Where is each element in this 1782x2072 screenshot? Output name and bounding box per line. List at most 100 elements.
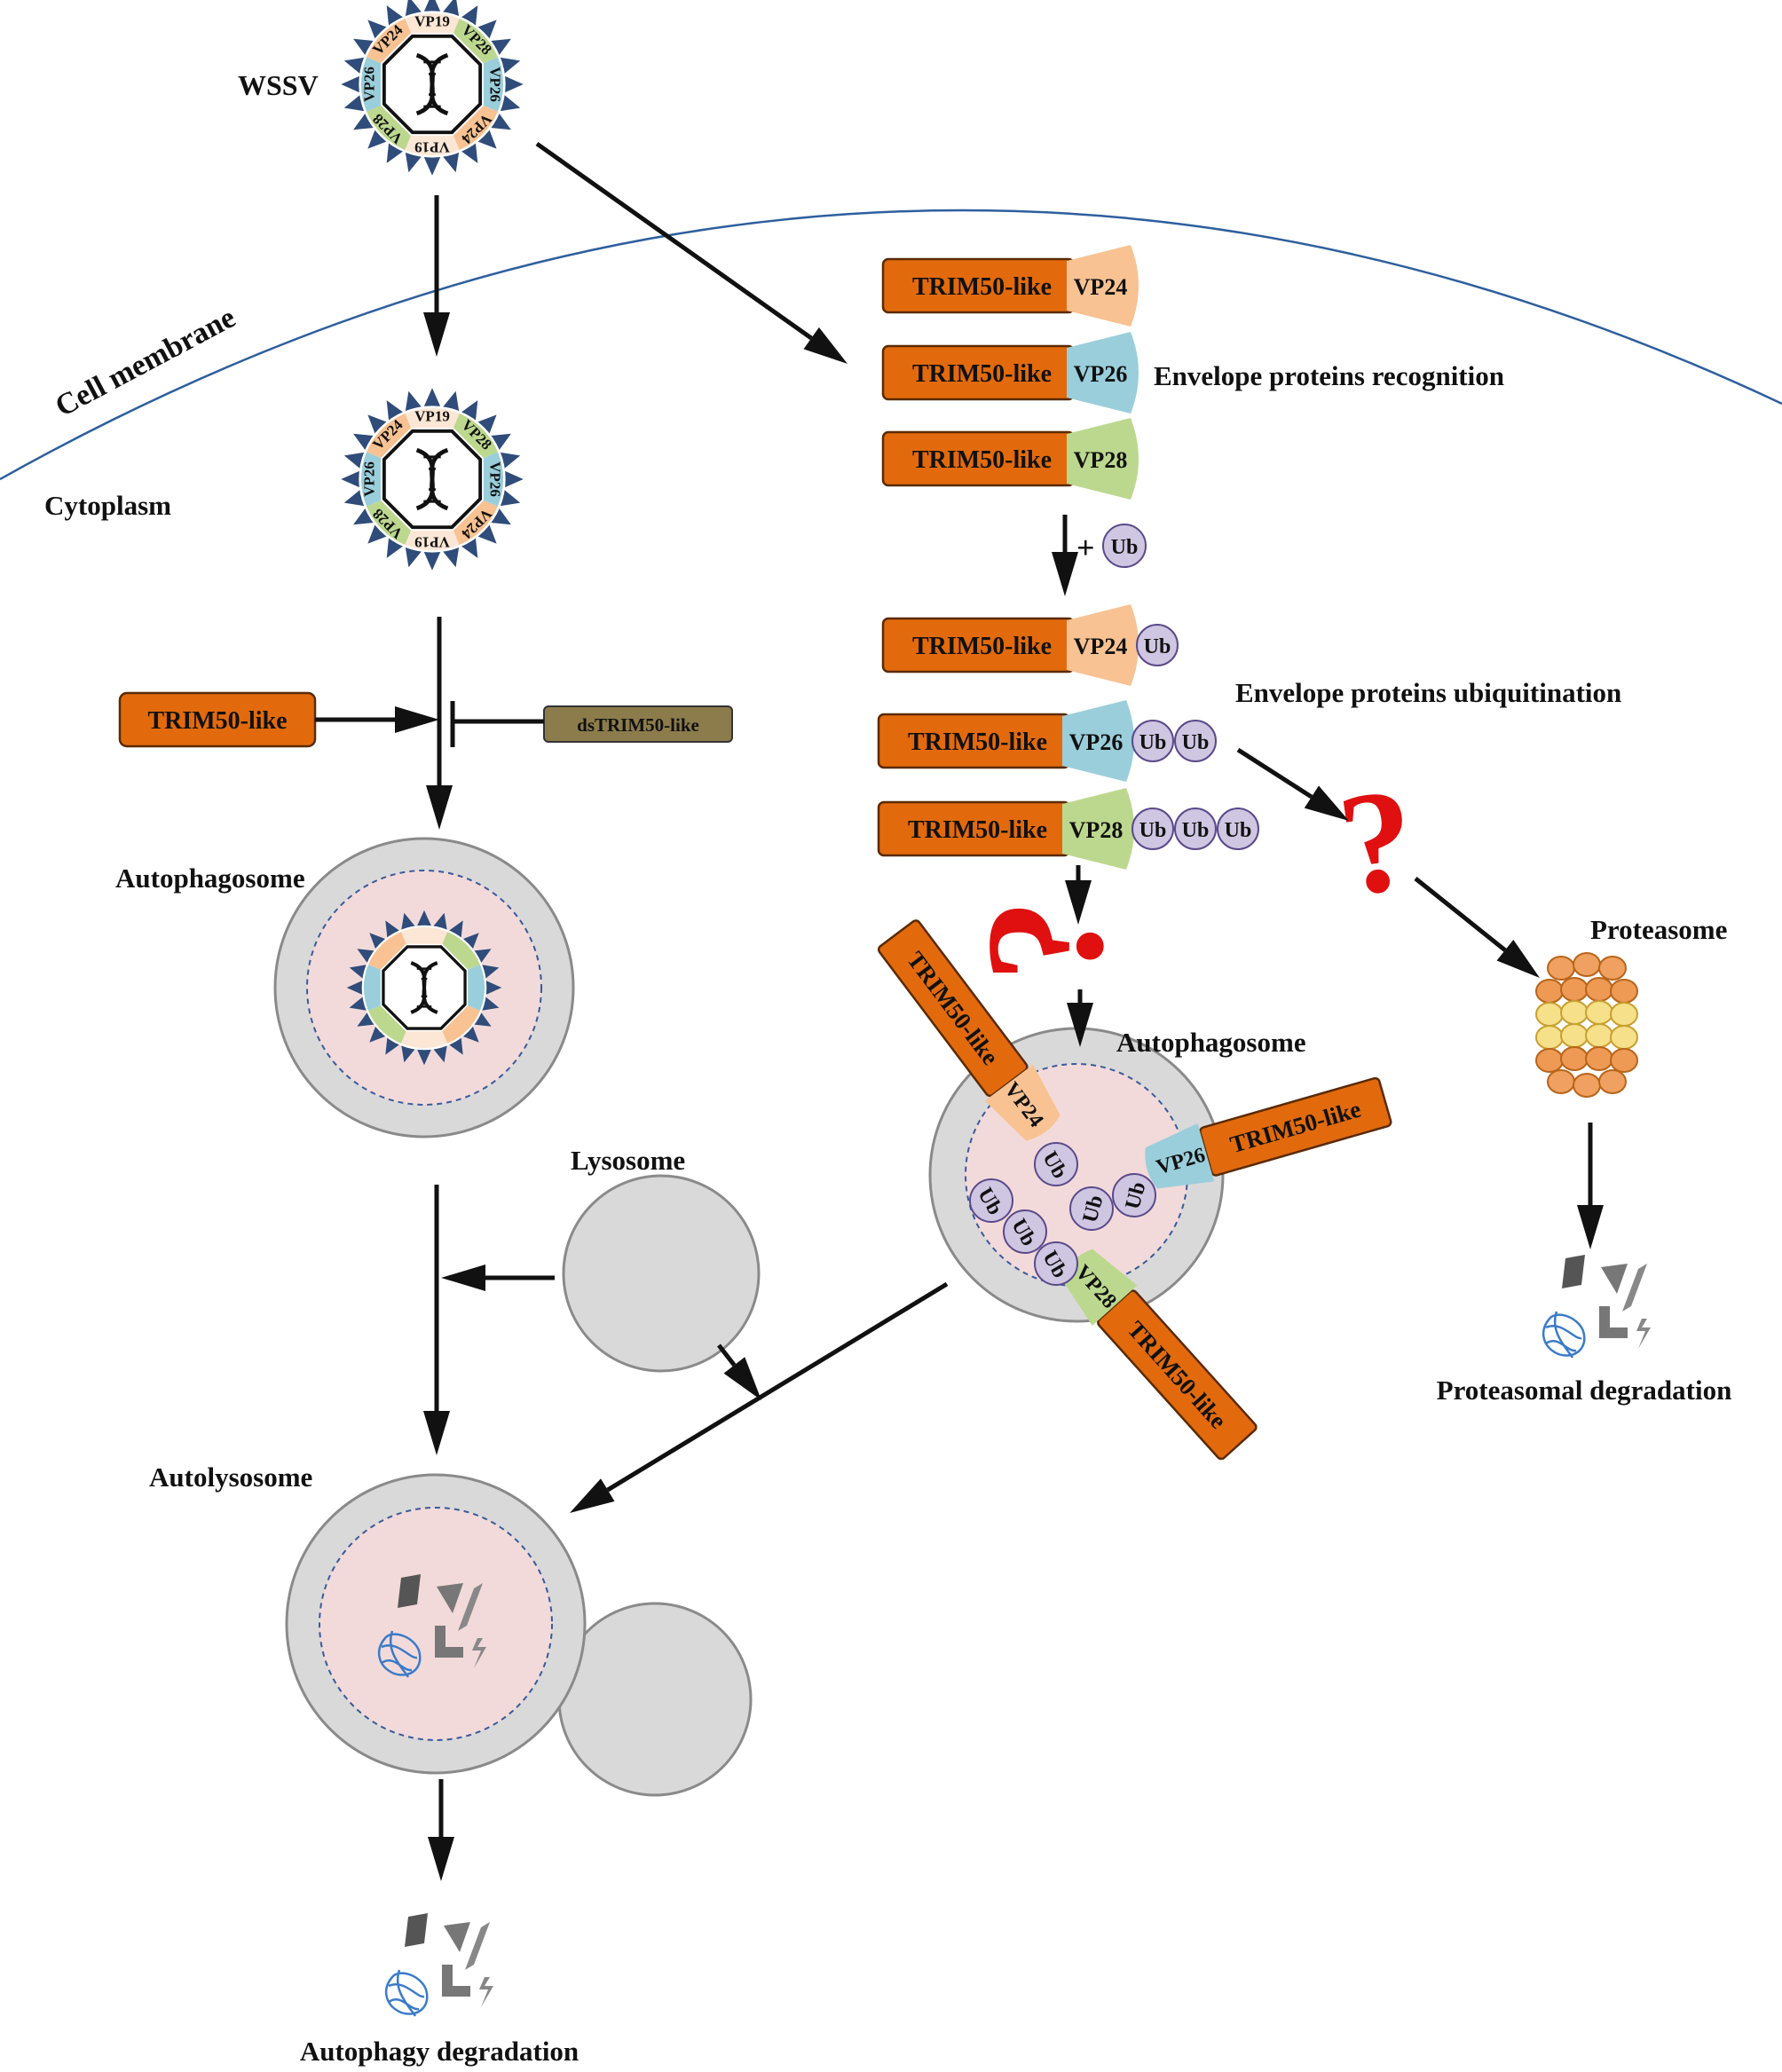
vp24-domain — [1067, 604, 1139, 686]
arrow-head — [1304, 785, 1349, 821]
envelope-ubiquitination-label: Envelope proteins ubiquitination — [1235, 677, 1621, 708]
vp26-label: VP26 — [1074, 361, 1128, 387]
virus-segment-label-vp19: VP19 — [414, 408, 450, 425]
arrow-head — [723, 1357, 761, 1400]
autophagosome-left-label: Autophagosome — [115, 863, 305, 894]
arrow-proteasome-to-degradation — [1577, 1123, 1604, 1249]
virus-segment-vp26 — [363, 964, 381, 1012]
trim50-like-label: TRIM50-like — [912, 273, 1052, 301]
ubiquitin-label: Ub — [1139, 731, 1167, 754]
virus-segment-vp26 — [468, 964, 485, 1012]
autolysosome-label: Autolysosome — [149, 1461, 312, 1493]
ub-inside-3: Ub — [1003, 1209, 1047, 1254]
ub-inside-5: Ub — [1069, 1186, 1114, 1231]
arrow-cytoplasm-to-autophagosome — [426, 617, 453, 830]
dstrim50-like-box-label: dsTRIM50-like — [577, 714, 699, 736]
ubiquitin-label: Ub — [1139, 819, 1167, 842]
free-ubiquitin-label: Ub — [1111, 536, 1139, 559]
virus-segment-label-vp19: VP19 — [414, 138, 450, 155]
envelope-recognition-label: Envelope proteins recognition — [1154, 360, 1504, 391]
proteasomal-degradation-fragments — [1542, 1253, 1652, 1359]
ubiquitin-circle — [1217, 808, 1259, 850]
virus-segment-vp28 — [367, 105, 412, 150]
bound-trim-vp28-label: TRIM50-like — [1122, 1316, 1232, 1434]
virus-segment-vp28 — [453, 19, 498, 64]
proteasome-complex — [1535, 952, 1638, 1098]
ubiquitin-label: Ub — [1225, 819, 1252, 842]
ubiquitin-circle — [1131, 720, 1174, 762]
virus-segment-vp28 — [453, 414, 498, 459]
arrow-lysosome-to-autolysosome — [717, 1343, 761, 1400]
autophagosome-right-label: Autophagosome — [1116, 1027, 1306, 1058]
virus-segment-vp24 — [368, 932, 406, 970]
arrow-shaft — [1414, 877, 1507, 952]
virus-segment-vp19 — [405, 12, 460, 34]
arrow-head — [395, 706, 439, 733]
virus-segment-label-vp26: VP26 — [361, 461, 378, 497]
ub-inside-4: Ub — [1034, 1241, 1078, 1286]
arrow-head — [1496, 940, 1540, 978]
arrow-head — [803, 327, 848, 364]
autophagosome-left — [273, 837, 575, 1138]
virus-segment-vp26 — [483, 452, 504, 507]
ubiquitin-circle — [1136, 624, 1179, 666]
wssv-label: WSSV — [238, 69, 319, 101]
trim50-like-box-left: TRIM50-like — [118, 691, 317, 748]
ubiquitin-circle — [1112, 1173, 1156, 1217]
lysosome-label: Lysosome — [571, 1145, 685, 1176]
virus-segment-vp28 — [368, 1005, 406, 1044]
virus-segment-vp24 — [453, 105, 498, 150]
virus-segment-vp24 — [367, 19, 412, 64]
vp26-domain — [1062, 700, 1134, 782]
virus-segment-vp26 — [360, 452, 382, 507]
ubiquitin-circle — [1003, 1209, 1047, 1254]
vp28-domain — [1067, 418, 1139, 500]
virus-segment-label-vp19: VP19 — [414, 13, 450, 30]
arrow-head — [441, 1264, 485, 1291]
ubiquitin-circle — [1174, 808, 1217, 850]
arrow-shaft — [717, 1343, 737, 1367]
arrow-autophagosome-to-autolysosome — [423, 1185, 450, 1455]
ubiquitin-circle — [1034, 1241, 1078, 1286]
ubiquitin-label: Ub — [1182, 731, 1210, 754]
arrow-ub-to-question — [1065, 865, 1092, 925]
arrow-head — [423, 1411, 450, 1455]
arrow-ub-to-question-proteasome — [1236, 747, 1349, 821]
arrow-question-to-autophagosome — [1067, 989, 1093, 1047]
arrow-right-autophagosome-to-autolysosome — [570, 1281, 949, 1513]
trim-vp26-recognition: TRIM50-like VP26 — [881, 332, 1139, 414]
autophagy-degradation-label: Autophagy degradation — [300, 2036, 579, 2067]
trim50-like-label: TRIM50-like — [912, 360, 1052, 388]
autolysosome-lysosome-part — [557, 1602, 753, 1797]
arrow-head — [426, 785, 453, 830]
free-ubiquitin: Ub — [1102, 524, 1147, 568]
proteasomal-degradation-label: Proteasomal degradation — [1437, 1375, 1732, 1406]
vp24-domain — [1067, 245, 1139, 327]
arrow-question-to-proteasome — [1414, 877, 1540, 978]
arrow-lysosome-fusion — [441, 1264, 555, 1291]
virus-segment-vp28 — [367, 500, 412, 545]
ubiquitin-label: Ub — [1182, 819, 1210, 842]
arrow-head — [1052, 552, 1078, 596]
wssv-virion-engulfed — [346, 910, 502, 1066]
virus-dna-core — [383, 947, 465, 1028]
virus-segment-vp28 — [442, 932, 480, 970]
vp28-label: VP28 — [1069, 817, 1124, 843]
arrow-recognition-to-ub — [1052, 515, 1078, 596]
arrow-trim50-promotes — [315, 706, 439, 733]
virus-segment-label-vp19: VP19 — [414, 533, 450, 550]
virus-segment-vp24 — [442, 1005, 480, 1044]
virus-segment-vp26 — [483, 57, 504, 112]
virus-dna-core — [384, 431, 480, 527]
trim50-like-label: TRIM50-like — [912, 633, 1052, 660]
virus-segment-vp19 — [405, 530, 460, 551]
virus-segment-vp19 — [405, 407, 460, 429]
